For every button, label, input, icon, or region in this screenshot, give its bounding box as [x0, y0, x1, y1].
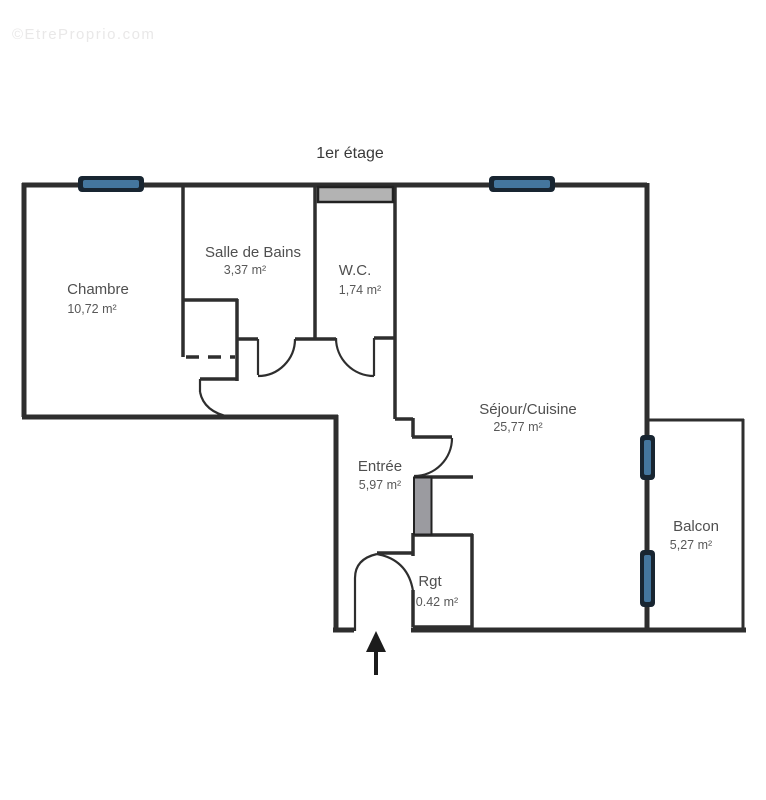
- interior-walls: [181, 183, 474, 629]
- sejour-cuisine-area: 25,77 m²: [493, 420, 542, 434]
- rgt-area: 0.42 m²: [416, 595, 458, 609]
- sejour-cuisine-label: Séjour/Cuisine: [479, 401, 577, 418]
- salle-de-bains-label: Salle de Bains: [205, 244, 301, 261]
- floor-title: 1er étage: [316, 145, 384, 162]
- balcon-area: 5,27 m²: [670, 538, 712, 552]
- salle-de-bains-area: 3,37 m²: [224, 263, 266, 277]
- outer-walls: [21, 182, 746, 633]
- bathroom-door-arc: [257, 338, 297, 378]
- entrance-arrow-icon: [366, 631, 386, 675]
- wc-door-arc: [334, 337, 375, 378]
- chambre-window-icon: [78, 176, 144, 192]
- sejour-door-arc: [413, 437, 454, 478]
- entree-label: Entrée: [358, 458, 402, 475]
- sejour-top-window-icon: [489, 176, 555, 192]
- entry-door-slab-symbol: [413, 476, 433, 536]
- watermark-text: ©EtreProprio.com: [12, 26, 155, 43]
- chambre-area: 10,72 m²: [67, 302, 116, 316]
- window-symbols: [78, 176, 655, 607]
- room-labels: Chambre 10,72 m² Salle de Bains 3,37 m² …: [67, 244, 719, 609]
- balcony-upper-window-icon: [640, 435, 655, 480]
- duct-shaft-symbol: [316, 185, 395, 204]
- chambre-label: Chambre: [67, 281, 129, 298]
- entrance-door-leaf: [353, 552, 378, 631]
- rgt-door-arc: [376, 552, 415, 592]
- entree-area: 5,97 m²: [359, 478, 401, 492]
- door-swings: [198, 337, 454, 631]
- rgt-label: Rgt: [418, 573, 442, 590]
- chambre-door-arc: [198, 391, 231, 419]
- wc-area: 1,74 m²: [339, 283, 381, 297]
- balcony-lower-window-icon: [640, 550, 655, 607]
- balcon-label: Balcon: [673, 518, 719, 535]
- balcony-walls: [648, 418, 745, 631]
- wc-label: W.C.: [339, 262, 372, 279]
